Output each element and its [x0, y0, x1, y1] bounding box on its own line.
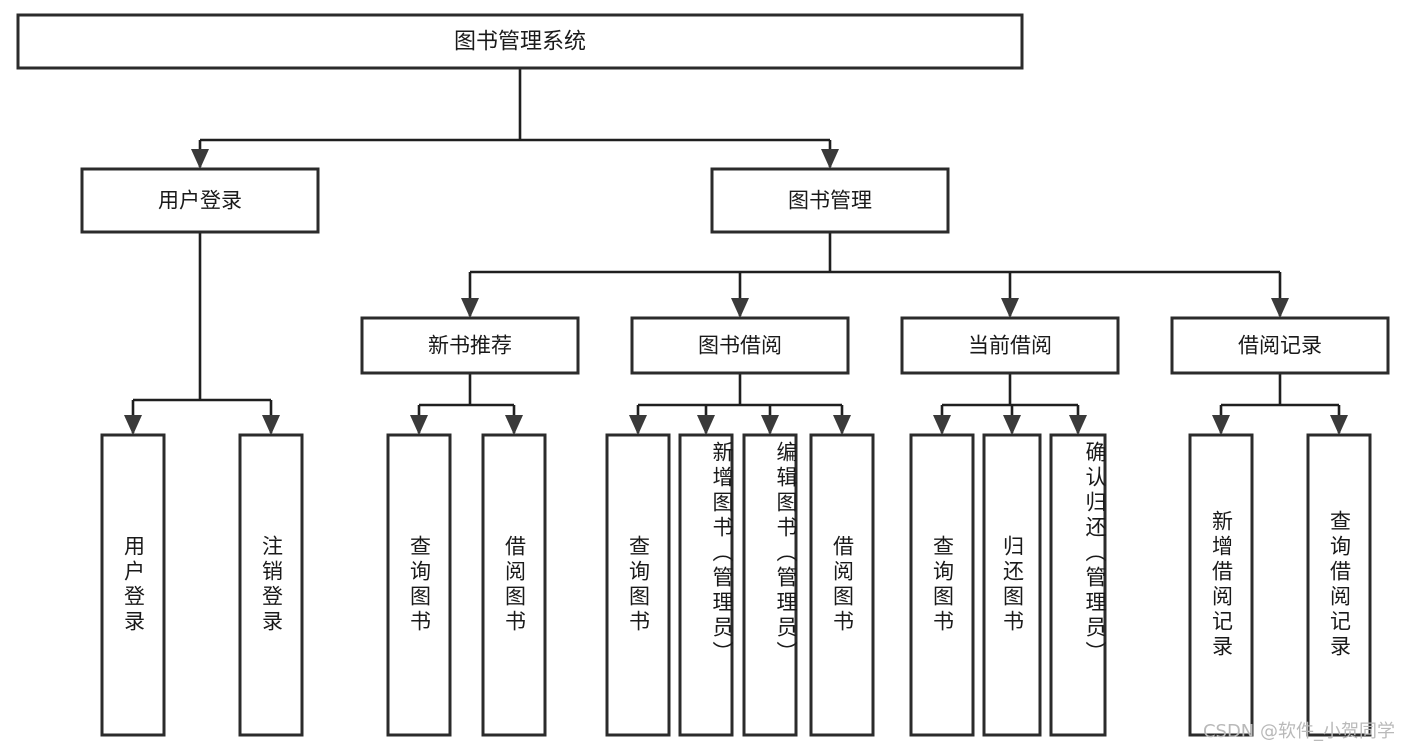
label-book-borrow: 图书借阅 [698, 334, 782, 358]
arrow-head-icon [1212, 415, 1230, 435]
label-book-manage: 图书管理 [788, 189, 872, 213]
arrow-head-icon [697, 415, 715, 435]
arrow-head-icon [821, 149, 839, 169]
leaf-leaf-edit-book-admin[interactable] [742, 433, 798, 737]
arrow-head-icon [933, 415, 951, 435]
connectors-group [124, 68, 1348, 435]
arrow-head-icon [629, 415, 647, 435]
connector-recommend-to-leaves [410, 373, 523, 435]
arrow-head-icon [1001, 298, 1019, 318]
leaf-leaf-query-book-current[interactable] [909, 433, 975, 737]
leaf-leaf-borrow-book[interactable] [809, 433, 875, 737]
leaf-leaf-borrow-book-rec[interactable] [481, 433, 547, 737]
node-boxes-group [16, 13, 1390, 737]
arrow-head-icon [262, 415, 280, 435]
leaf-leaf-confirm-return-admin[interactable] [1049, 433, 1107, 737]
arrow-head-icon [761, 415, 779, 435]
node-borrow-record[interactable] [1170, 316, 1390, 375]
label-new-book-recommend: 新书推荐 [428, 334, 512, 358]
connector-current-to-leaves [933, 373, 1087, 435]
node-user-login[interactable] [80, 167, 320, 234]
connector-root-to-level2 [191, 68, 839, 169]
arrow-head-icon [731, 298, 749, 318]
leaf-leaf-return-book[interactable] [982, 433, 1042, 737]
leaf-leaf-add-borrow-record[interactable] [1188, 433, 1254, 737]
connector-book-manage-to-level3 [461, 232, 1289, 318]
arrow-head-icon [1003, 415, 1021, 435]
watermark-text: CSDN @软件_小贺同学 [1202, 721, 1395, 742]
arrow-head-icon [124, 415, 142, 435]
leaf-leaf-query-book-rec[interactable] [386, 433, 452, 737]
arrow-head-icon [410, 415, 428, 435]
leaf-leaf-query-book-borrow[interactable] [605, 433, 671, 737]
arrow-head-icon [505, 415, 523, 435]
node-current-borrow[interactable] [900, 316, 1120, 375]
label-root: 图书管理系统 [454, 30, 586, 55]
leaf-leaf-query-borrow-record[interactable] [1306, 433, 1372, 737]
arrow-head-icon [1069, 415, 1087, 435]
connector-user-login-to-leaves [124, 232, 280, 435]
arrow-head-icon [461, 298, 479, 318]
connector-borrow-to-leaves [629, 373, 851, 435]
label-user-login: 用户登录 [158, 189, 242, 213]
arrow-head-icon [833, 415, 851, 435]
node-root[interactable] [16, 13, 1024, 70]
leaf-leaf-add-book-admin[interactable] [678, 433, 734, 737]
node-new-book-recommend[interactable] [360, 316, 580, 375]
arrow-head-icon [1330, 415, 1348, 435]
connector-record-to-leaves [1212, 373, 1348, 435]
label-current-borrow: 当前借阅 [968, 334, 1052, 358]
leaf-leaf-user-login[interactable] [100, 433, 166, 737]
arrow-head-icon [1271, 298, 1289, 318]
label-borrow-record: 借阅记录 [1238, 334, 1322, 358]
arrow-head-icon [191, 149, 209, 169]
node-book-borrow[interactable] [630, 316, 850, 375]
leaf-leaf-logout[interactable] [238, 433, 304, 737]
node-book-manage[interactable] [710, 167, 950, 234]
